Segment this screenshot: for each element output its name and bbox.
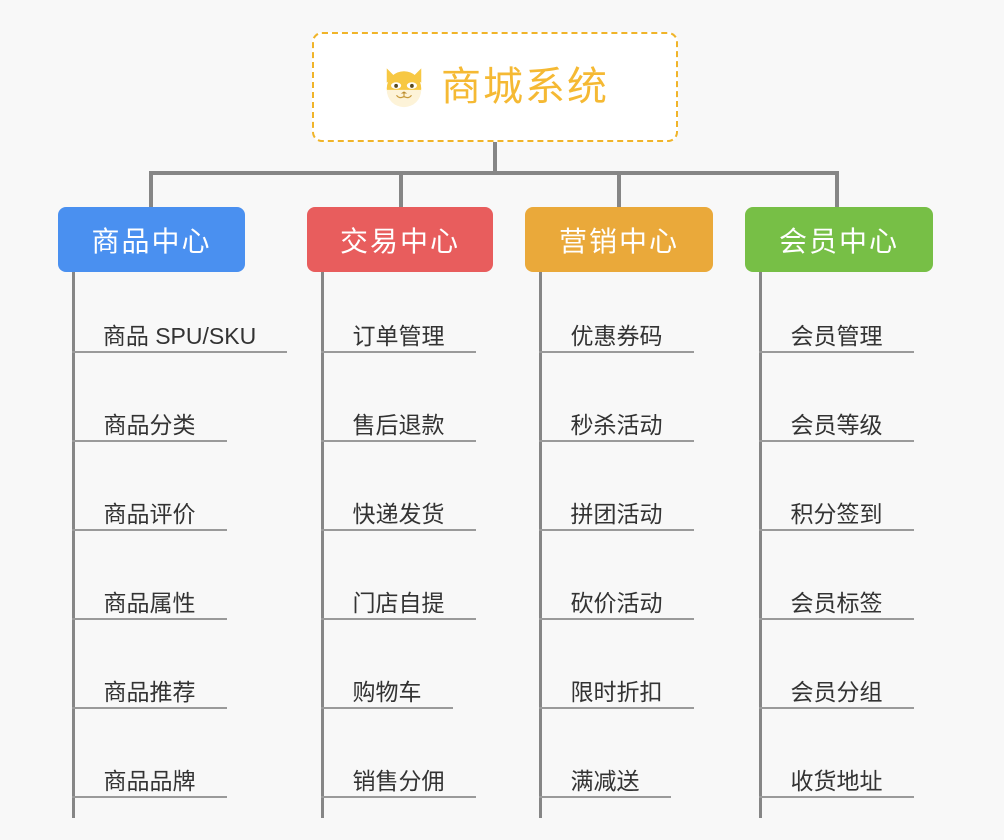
drop-connector-4: [835, 171, 839, 207]
branch-spine-1: [72, 272, 75, 818]
leaf-label: 销售分佣: [352, 767, 445, 794]
leaf-label: 会员分组: [790, 678, 883, 705]
leaf-item-1-1[interactable]: 商品 SPU/SKU: [72, 323, 287, 353]
leaf-item-3-1[interactable]: 优惠券码: [539, 323, 694, 353]
leaf-item-3-5[interactable]: 限时折扣: [539, 679, 694, 709]
leaf-label: 会员标签: [790, 589, 883, 616]
leaf-rule: [321, 351, 476, 353]
leaf-item-1-5[interactable]: 商品推荐: [72, 679, 227, 709]
category-box-4[interactable]: 会员中心: [745, 207, 933, 272]
leaf-label: 会员等级: [790, 411, 883, 438]
leaf-rule: [539, 707, 694, 709]
leaf-label: 秒杀活动: [570, 411, 663, 438]
leaf-item-3-4[interactable]: 砍价活动: [539, 590, 694, 620]
leaf-rule: [321, 796, 476, 798]
leaf-item-4-4[interactable]: 会员标签: [759, 590, 914, 620]
leaf-item-2-2[interactable]: 售后退款: [321, 412, 476, 442]
bus-connector: [149, 171, 839, 175]
leaf-label: 满减送: [570, 767, 640, 794]
category-label-2: 交易中心: [339, 225, 460, 257]
leaf-item-1-4[interactable]: 商品属性: [72, 590, 227, 620]
leaf-rule: [72, 351, 287, 353]
leaf-label: 收货地址: [790, 767, 883, 794]
leaf-label: 商品评价: [103, 500, 196, 527]
leaf-item-4-5[interactable]: 会员分组: [759, 679, 914, 709]
leaf-rule: [72, 440, 227, 442]
leaf-label: 商品推荐: [103, 678, 196, 705]
leaf-item-2-1[interactable]: 订单管理: [321, 323, 476, 353]
leaf-item-4-2[interactable]: 会员等级: [759, 412, 914, 442]
leaf-label: 拼团活动: [570, 500, 663, 527]
category-box-1[interactable]: 商品中心: [58, 207, 245, 272]
leaf-label: 限时折扣: [570, 678, 663, 705]
leaf-label: 商品分类: [103, 411, 196, 438]
leaf-rule: [72, 529, 227, 531]
leaf-label: 购物车: [352, 678, 422, 705]
leaf-rule: [759, 707, 914, 709]
root-node[interactable]: 商城系统: [312, 32, 678, 142]
leaf-item-4-3[interactable]: 积分签到: [759, 501, 914, 531]
category-box-2[interactable]: 交易中心: [307, 207, 493, 272]
leaf-rule: [539, 440, 694, 442]
leaf-rule: [759, 796, 914, 798]
leaf-label: 订单管理: [352, 322, 445, 349]
root-drop-connector: [493, 142, 497, 174]
leaf-rule: [539, 618, 694, 620]
leaf-label: 砍价活动: [570, 589, 663, 616]
leaf-rule: [321, 529, 476, 531]
leaf-rule: [759, 529, 914, 531]
leaf-item-2-3[interactable]: 快递发货: [321, 501, 476, 531]
leaf-rule: [759, 618, 914, 620]
shiba-dog-face-icon: [386, 68, 422, 108]
leaf-rule: [72, 618, 227, 620]
leaf-rule: [539, 529, 694, 531]
leaf-rule: [72, 796, 227, 798]
leaf-item-2-4[interactable]: 门店自提: [321, 590, 476, 620]
leaf-rule: [759, 440, 914, 442]
branch-spine-3: [539, 272, 542, 818]
leaf-rule: [72, 707, 227, 709]
branch-spine-4: [759, 272, 762, 818]
leaf-item-2-6[interactable]: 销售分佣: [321, 768, 476, 798]
leaf-label: 优惠券码: [570, 322, 663, 349]
leaf-item-4-6[interactable]: 收货地址: [759, 768, 914, 798]
drop-connector-1: [149, 171, 153, 207]
leaf-label: 门店自提: [352, 589, 445, 616]
category-box-3[interactable]: 营销中心: [525, 207, 713, 272]
leaf-label: 售后退款: [352, 411, 445, 438]
leaf-item-1-3[interactable]: 商品评价: [72, 501, 227, 531]
leaf-item-2-5[interactable]: 购物车: [321, 679, 453, 709]
leaf-label: 商品属性: [103, 589, 196, 616]
category-label-3: 营销中心: [558, 225, 679, 257]
leaf-rule: [321, 707, 453, 709]
root-title: 商城系统: [441, 65, 609, 109]
leaf-label: 会员管理: [790, 322, 883, 349]
leaf-rule: [321, 618, 476, 620]
drop-connector-3: [617, 171, 621, 207]
leaf-item-3-6[interactable]: 满减送: [539, 768, 671, 798]
leaf-item-4-1[interactable]: 会员管理: [759, 323, 914, 353]
leaf-item-1-6[interactable]: 商品品牌: [72, 768, 227, 798]
branch-spine-2: [321, 272, 324, 818]
category-label-1: 商品中心: [91, 225, 212, 257]
leaf-rule: [539, 796, 671, 798]
leaf-label: 积分签到: [790, 500, 883, 527]
category-label-4: 会员中心: [778, 225, 899, 257]
drop-connector-2: [399, 171, 403, 207]
leaf-label: 商品品牌: [103, 767, 196, 794]
leaf-label: 商品 SPU/SKU: [102, 322, 257, 349]
leaf-rule: [539, 351, 694, 353]
leaf-label: 快递发货: [352, 500, 445, 527]
leaf-item-3-3[interactable]: 拼团活动: [539, 501, 694, 531]
leaf-item-1-2[interactable]: 商品分类: [72, 412, 227, 442]
leaf-rule: [759, 351, 914, 353]
leaf-item-3-2[interactable]: 秒杀活动: [539, 412, 694, 442]
leaf-rule: [321, 440, 476, 442]
